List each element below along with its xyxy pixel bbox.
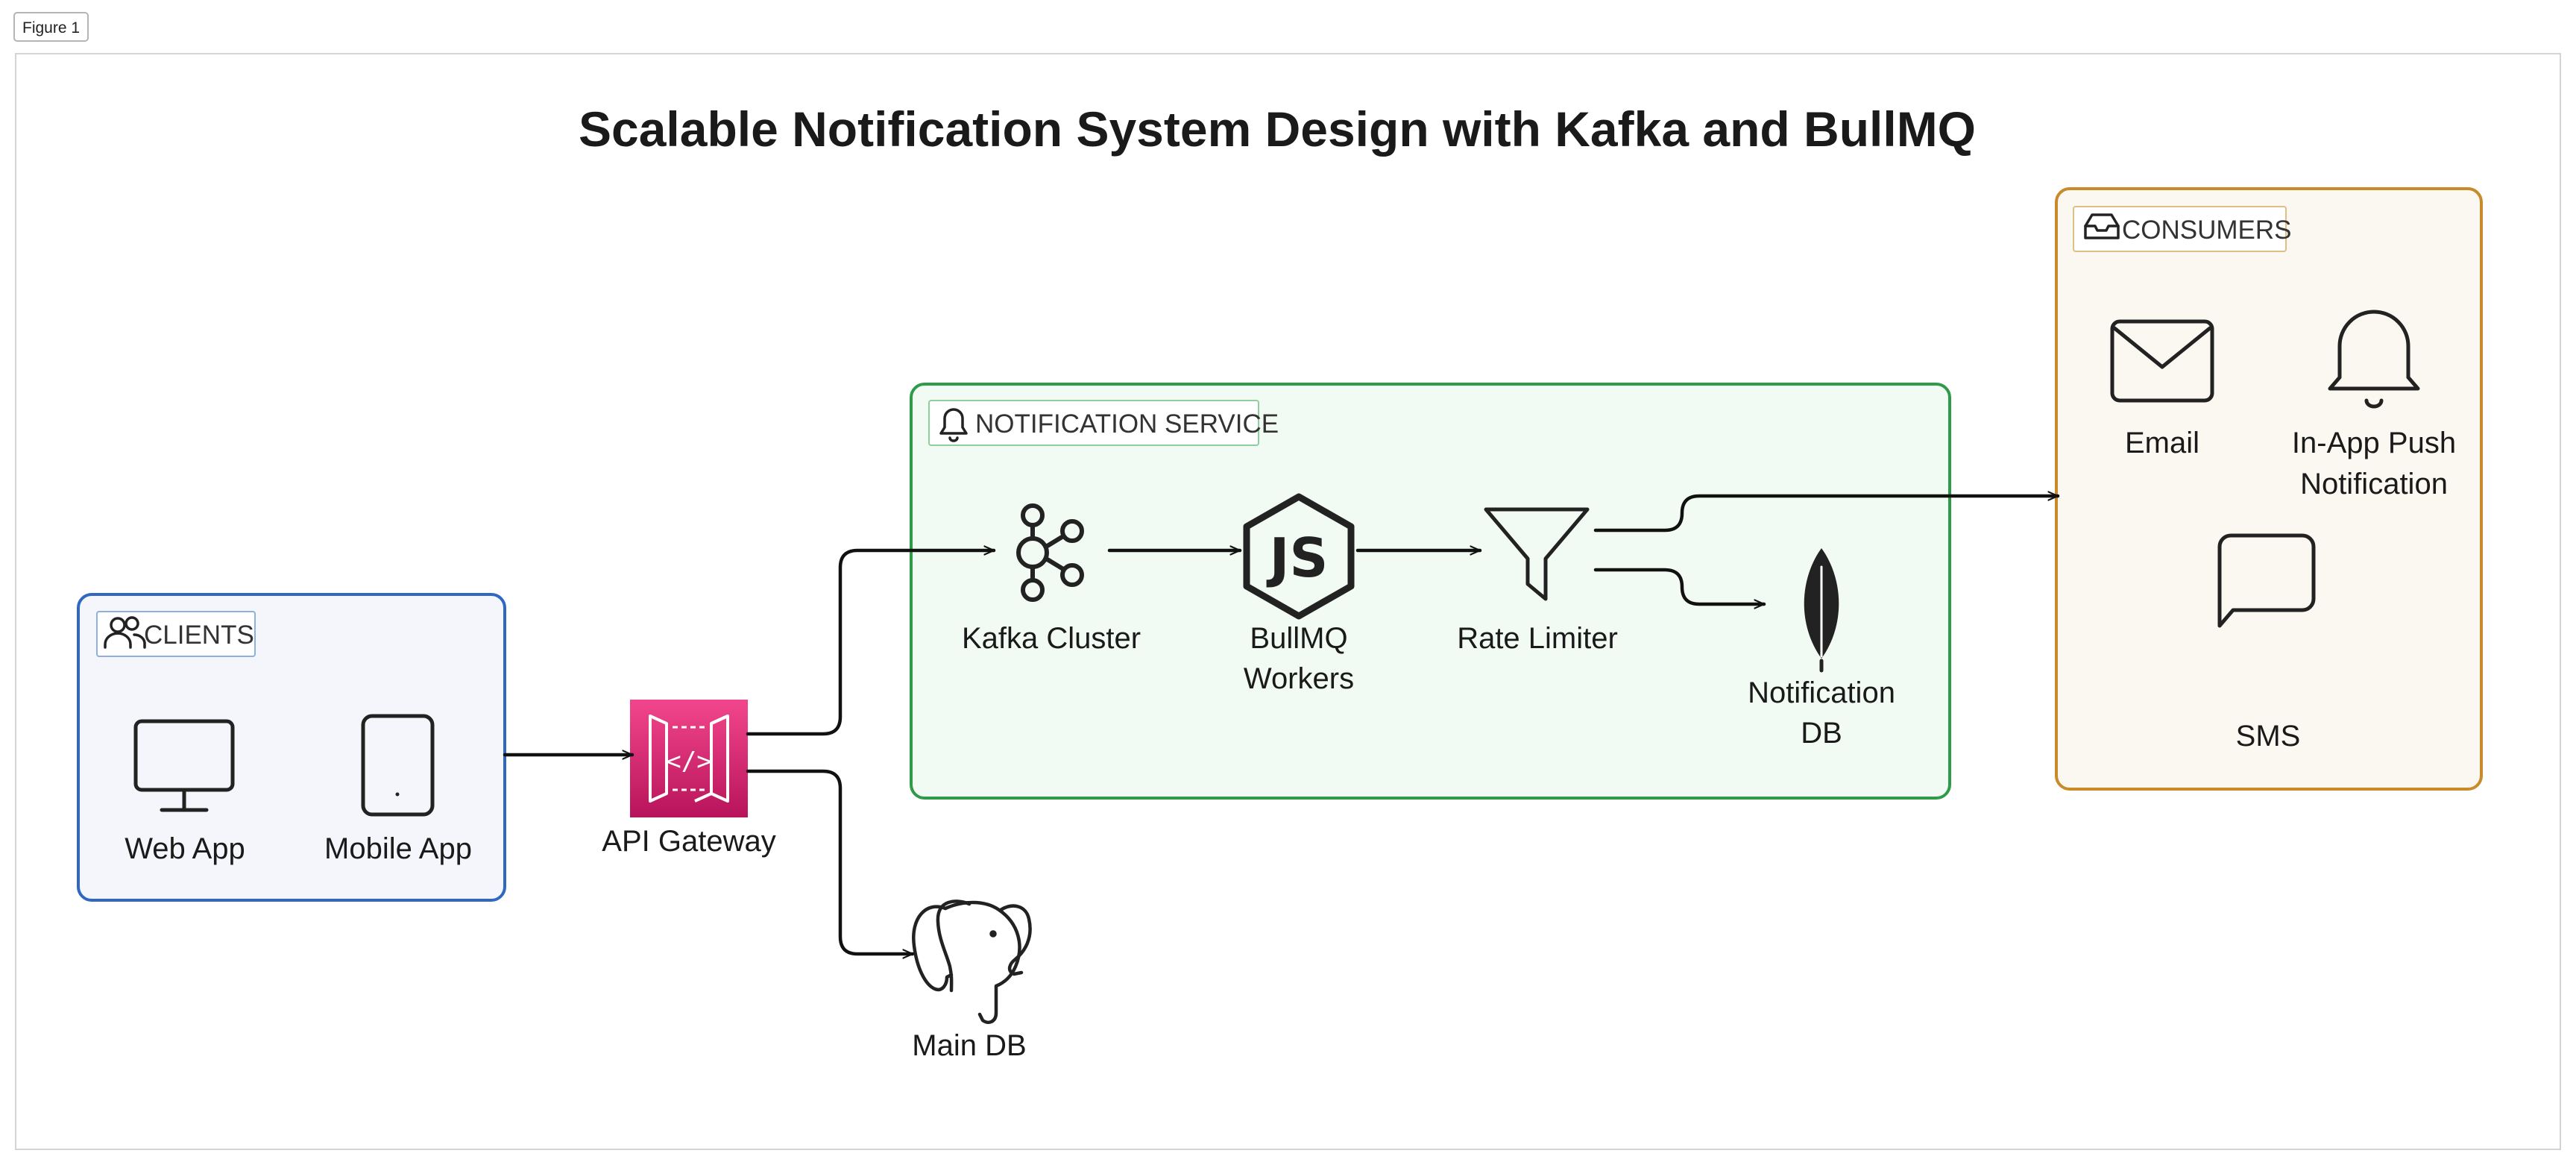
figure-tab[interactable]: Figure 1 [13, 12, 89, 42]
consumers-label: CONSUMERS [2122, 216, 2292, 245]
svg-text:</>: </> [666, 747, 711, 776]
arrow-rate-limiter-to-notification-db [1593, 568, 1766, 604]
mobile-app-label: Mobile App [324, 832, 472, 865]
email-label: Email [2125, 427, 2199, 459]
notification-db-node[interactable]: Notification DB [1748, 548, 1895, 750]
arrow-gateway-to-main-db [746, 769, 915, 954]
sms-node[interactable]: SMS [2217, 533, 2316, 753]
notification-service-badge: NOTIFICATION SERVICE [928, 400, 1279, 446]
kafka-cluster-node[interactable]: Kafka Cluster [962, 503, 1141, 655]
api-gateway-node[interactable]: </> API Gateway [602, 700, 776, 858]
nodejs-icon: JS [1243, 493, 1355, 620]
sms-label: SMS [2236, 720, 2301, 753]
rate-limiter-label: Rate Limiter [1457, 622, 1618, 655]
kafka-icon [1016, 503, 1084, 602]
funnel-icon [1484, 507, 1590, 601]
users-icon [104, 616, 146, 649]
web-app-node[interactable]: Web App [125, 719, 245, 865]
notification-service-group: NOTIFICATION SERVICE Kafka Cluster JS Bu… [910, 383, 1951, 800]
chat-bubble-icon [2217, 533, 2316, 628]
mobile-app-node[interactable]: Mobile App [324, 714, 472, 865]
api-gateway-icon: </> [630, 700, 748, 817]
kafka-cluster-label: Kafka Cluster [962, 622, 1141, 655]
diagram-title: Scalable Notification System Design with… [579, 101, 1976, 157]
mongodb-leaf-icon [1804, 548, 1839, 673]
connectors [503, 496, 2060, 954]
main-db-node[interactable]: Main DB [912, 899, 1032, 1062]
in-app-push-label-line2: Notification [2300, 468, 2448, 500]
arrow-rate-limiter-to-consumers [1593, 496, 2060, 533]
web-app-label: Web App [125, 832, 245, 865]
monitor-icon [133, 719, 235, 812]
clients-group: CLIENTS Web App Mobile App [77, 593, 506, 902]
postgresql-elephant-icon [912, 899, 1032, 1024]
email-node[interactable]: Email [2110, 319, 2214, 459]
arrow-gateway-to-kafka [746, 550, 996, 736]
clients-label: CLIENTS [144, 621, 254, 650]
in-app-push-node[interactable]: In-App Push Notification [2292, 310, 2456, 500]
notification-db-label-line1: Notification [1748, 676, 1895, 709]
consumers-badge: CONSUMERS [2073, 206, 2292, 252]
svg-text:JS: JS [1266, 527, 1329, 589]
mobile-phone-icon [361, 714, 435, 817]
api-gateway-label: API Gateway [602, 825, 775, 858]
bullmq-workers-node[interactable]: JS BullMQ Workers [1243, 493, 1355, 695]
bell-icon [2328, 310, 2420, 409]
bell-icon [939, 408, 968, 442]
bullmq-workers-label-line1: BullMQ [1250, 622, 1347, 655]
envelope-icon [2110, 319, 2214, 403]
figure-frame [15, 53, 2561, 1150]
bullmq-workers-label-line2: Workers [1244, 662, 1354, 695]
clients-badge: CLIENTS [96, 611, 256, 657]
notification-db-label-line2: DB [1801, 717, 1842, 750]
main-db-label: Main DB [912, 1029, 1026, 1062]
notification-service-label: NOTIFICATION SERVICE [975, 409, 1279, 439]
in-app-push-label-line1: In-App Push [2292, 427, 2456, 459]
rate-limiter-node[interactable]: Rate Limiter [1457, 507, 1618, 655]
consumers-group: CONSUMERS Email In-App Push Notification… [2055, 187, 2483, 791]
inbox-icon [2084, 213, 2120, 239]
